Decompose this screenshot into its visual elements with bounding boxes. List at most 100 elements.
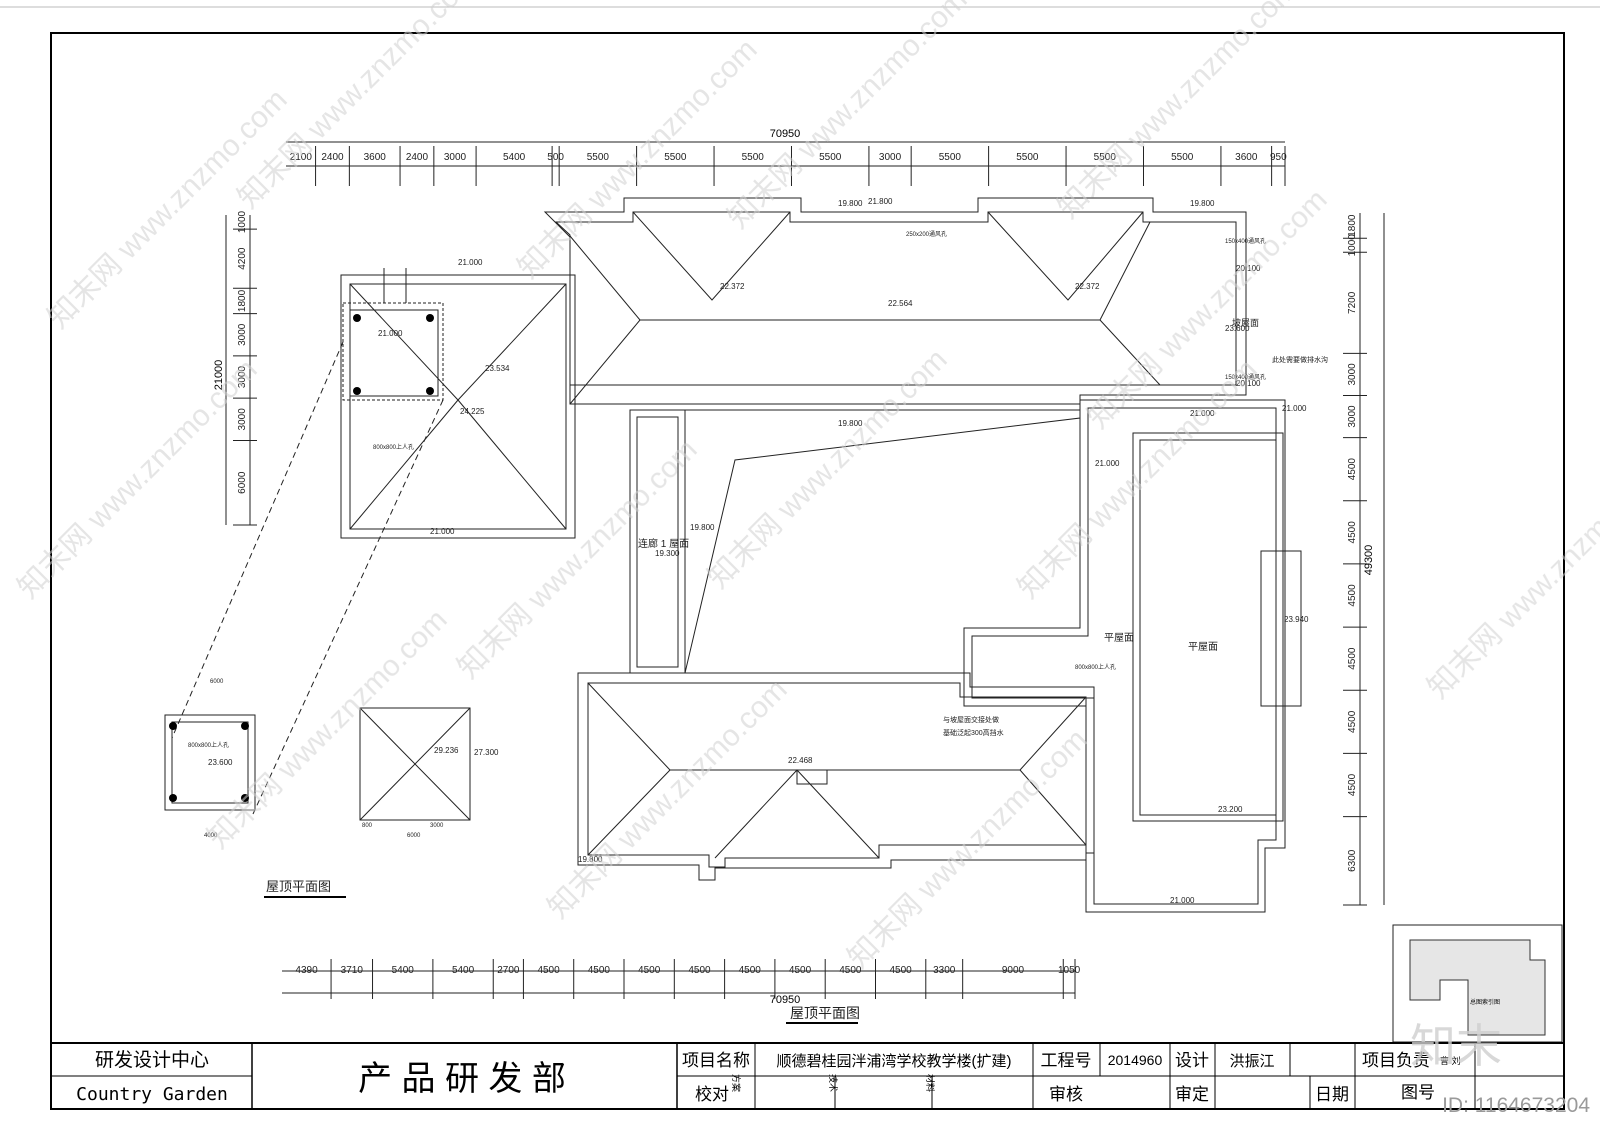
dimension-value: 4500 <box>688 965 711 976</box>
material-label: 材料 <box>925 1074 936 1092</box>
dimension-value: 6300 <box>1347 849 1358 872</box>
elevation-mark: 22.372 <box>1075 282 1100 291</box>
elevation-labels: 22.372 22.372 22.564 21.800 19.800 19.80… <box>208 197 1309 905</box>
dimension-value: 4500 <box>789 965 812 976</box>
dimension-value: 1800 <box>1347 214 1358 237</box>
lead-label: 项目负责 <box>1362 1051 1430 1070</box>
dimension-value: 5500 <box>742 152 765 163</box>
dimension-value: 3000 <box>237 408 248 431</box>
dimension-value: 4500 <box>1347 710 1358 733</box>
job-no-label: 工程号 <box>1041 1051 1092 1070</box>
project-value: 顺德碧桂园泮浦湾学校教学楼(扩建) <box>777 1052 1012 1070</box>
dimension-value: 5400 <box>392 965 415 976</box>
check-label: 校对 <box>695 1085 729 1104</box>
elevation-mark: 23.600 <box>208 758 233 767</box>
elevation-mark: 19.800 <box>1190 199 1215 208</box>
dimension-value: 7200 <box>1347 291 1358 314</box>
column-dots <box>169 314 434 802</box>
dimension-value: 2700 <box>497 965 520 976</box>
vent-label: 150x400通风孔 <box>1225 237 1266 245</box>
elevation-mark: 24.225 <box>460 407 485 416</box>
elevation-mark: 23.200 <box>1218 805 1243 814</box>
elevation-mark: 21.000 <box>458 258 483 267</box>
dimension-value: 4500 <box>638 965 661 976</box>
dimension-value: 2400 <box>321 152 344 163</box>
dimension-value: 3000 <box>1347 405 1358 428</box>
org-name: 研发设计中心 <box>95 1049 209 1071</box>
dimension-value: 500 <box>547 152 564 163</box>
dimension-value: 4500 <box>1347 647 1358 670</box>
top-dimension-row: 2100 2400 3600 2400 3000 5400 500 5500 5500 5500 5… <box>290 146 1287 186</box>
org-english: Country Garden <box>76 1084 228 1105</box>
review-label: 审核 <box>1049 1085 1083 1104</box>
drawing-labels: 连廊 1 屋面 平屋面 平屋面 坡屋面 800x800上人孔 800x800上人… <box>188 230 1328 1021</box>
dimension-value: 3000 <box>879 152 902 163</box>
dimension-value: 5500 <box>939 152 962 163</box>
plan-title: 屋顶平面图 <box>790 1005 860 1021</box>
dimension-value: 3000 <box>444 152 467 163</box>
elevation-mark: 22.468 <box>788 756 813 765</box>
scheme-label: 方案 <box>731 1074 742 1092</box>
hatch-label: 800x800上人孔 <box>373 443 414 451</box>
flat-roof-label: 平屋面 <box>1188 641 1218 653</box>
watermark-text: 知末网 www.znzmo.com <box>542 673 794 925</box>
elevation-mark: 19.300 <box>655 549 680 558</box>
dimension-value: 2100 <box>290 152 313 163</box>
slope-roof-label: 坡屋面 <box>1232 317 1259 328</box>
dimension-value: 4500 <box>1347 584 1358 607</box>
date-label: 日期 <box>1315 1085 1349 1104</box>
dimension-value: 5400 <box>503 152 526 163</box>
elevation-mark: 22.564 <box>888 299 913 308</box>
elevation-mark: 21.000 <box>1282 404 1307 413</box>
elevation-mark: 20.100 <box>1236 379 1261 388</box>
elevation-mark: 19.800 <box>690 523 715 532</box>
sheet-frame <box>50 32 1565 1110</box>
dimension-value: 6000 <box>237 471 248 494</box>
left-height: 21000 <box>213 360 225 391</box>
keyplan-label: 总图索引图 <box>1470 998 1500 1006</box>
drain-note: 此处需要做排水沟 <box>1272 355 1328 364</box>
overall-width-top: 70950 <box>770 128 801 140</box>
department: 产 品 研 发 部 <box>358 1060 566 1098</box>
detail-dimension: 6000 <box>210 679 224 685</box>
design-label: 设计 <box>1175 1051 1209 1070</box>
right-dimension-column: 1800100072003000300045004500450045004500… <box>1343 214 1367 906</box>
dimension-value: 2400 <box>406 152 429 163</box>
dimension-value: 5500 <box>819 152 842 163</box>
dimension-value: 1000 <box>1347 234 1358 257</box>
flat-roof-label: 平屋面 <box>1104 632 1134 644</box>
dimension-value: 3000 <box>237 323 248 346</box>
dimension-value: 3600 <box>364 152 387 163</box>
dimension-value: 5500 <box>664 152 687 163</box>
approve-label: 审定 <box>1175 1085 1209 1104</box>
slope-note-line2: 基础泛起300高挡水 <box>943 728 1004 737</box>
id-watermark: ID: 1164673204 <box>1442 1094 1590 1117</box>
elevation-mark: 19.800 <box>838 199 863 208</box>
dimension-value: 1800 <box>237 289 248 312</box>
overall-width-bottom: 70950 <box>770 994 801 1006</box>
elevation-mark: 21.000 <box>430 527 455 536</box>
dimension-value: 4500 <box>537 965 560 976</box>
dimension-value: 950 <box>1270 152 1287 163</box>
elevation-mark: 21.800 <box>868 197 893 206</box>
roof-plan <box>164 141 1563 1043</box>
title-block <box>50 1042 1565 1110</box>
dimension-value: 4500 <box>739 965 762 976</box>
lead-value: 曹 刘 <box>1440 1055 1461 1066</box>
elevation-mark: 29.236 <box>434 746 459 755</box>
dimension-value: 5500 <box>1094 152 1117 163</box>
design-value: 洪振江 <box>1229 1053 1274 1070</box>
vent-label: 250x200通风孔 <box>906 230 947 238</box>
detail-dimension: 800 <box>362 823 373 829</box>
watermark-text: 知末网 www.znzmo.com <box>452 433 704 685</box>
dimension-value: 4500 <box>1347 458 1358 481</box>
dimension-value: 3710 <box>341 965 364 976</box>
elevation-mark: 21.000 <box>378 329 403 338</box>
vent-label: 150x400通风孔 <box>1225 373 1266 381</box>
elevation-mark: 20.100 <box>1236 264 1261 273</box>
dimension-value: 5500 <box>1016 152 1039 163</box>
job-no-value: 2014960 <box>1108 1052 1163 1068</box>
